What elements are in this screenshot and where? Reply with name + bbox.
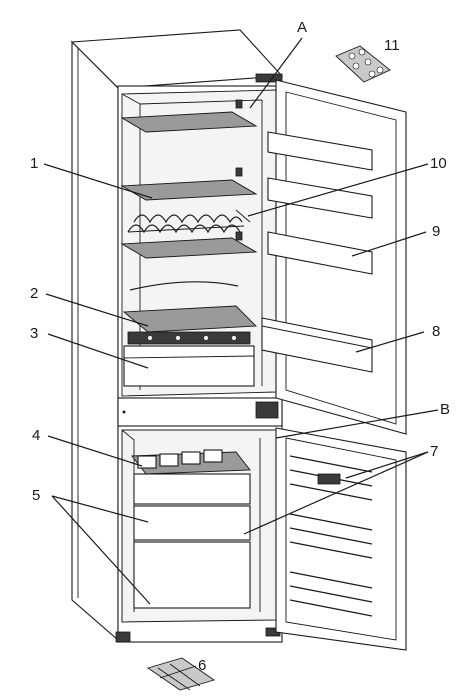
- cabinet-left-side: [71, 40, 119, 642]
- control-panel: [317, 473, 341, 485]
- shelf-top: [120, 111, 258, 133]
- left-foot: [115, 631, 131, 643]
- ice-tray: [146, 657, 216, 691]
- wine-rack-curve: [127, 224, 241, 234]
- egg-holder: [335, 45, 391, 83]
- shelf-lower: [120, 237, 258, 259]
- freezer-drawers: [131, 449, 251, 609]
- crisper-drawer: [123, 345, 255, 387]
- freezer-drawer-top: [133, 473, 251, 505]
- callout-5: 5: [32, 487, 40, 504]
- glass-shelves: [120, 99, 258, 259]
- callout-A: A: [297, 19, 307, 36]
- middle-hinge: [255, 401, 279, 419]
- callout-6: 6: [198, 657, 206, 674]
- callout-1: 1: [30, 155, 38, 172]
- callout-8: 8: [432, 323, 440, 340]
- freezer-door: [275, 427, 407, 651]
- crisper-cover-front: [127, 331, 251, 345]
- freezer-drawer-middle: [133, 505, 251, 541]
- callout-7: 7: [430, 443, 438, 460]
- callout-11: 11: [384, 37, 400, 54]
- leader-lines: [43, 37, 439, 605]
- callout-10: 10: [430, 155, 447, 172]
- door-bin-lower: [267, 231, 373, 275]
- callout-9: 9: [432, 223, 440, 240]
- fridge-door: [261, 79, 407, 435]
- door-bin-top: [267, 131, 373, 171]
- crisper-cover-shelf: [122, 305, 258, 333]
- callout-3: 3: [30, 325, 38, 342]
- compartment-divider: [117, 397, 283, 427]
- callout-2: 2: [30, 285, 38, 302]
- freezer-drawer-bottom: [133, 541, 251, 609]
- callout-labels: A 11 1 10 9 2 3 8 B 4 7 5 6: [30, 19, 450, 674]
- shelf-upper: [120, 179, 258, 201]
- crisper-area: [122, 281, 258, 387]
- freezer-door-panel: [275, 427, 407, 651]
- wine-rack: [127, 209, 251, 234]
- callout-B: B: [440, 401, 450, 418]
- callout-4: 4: [32, 427, 40, 444]
